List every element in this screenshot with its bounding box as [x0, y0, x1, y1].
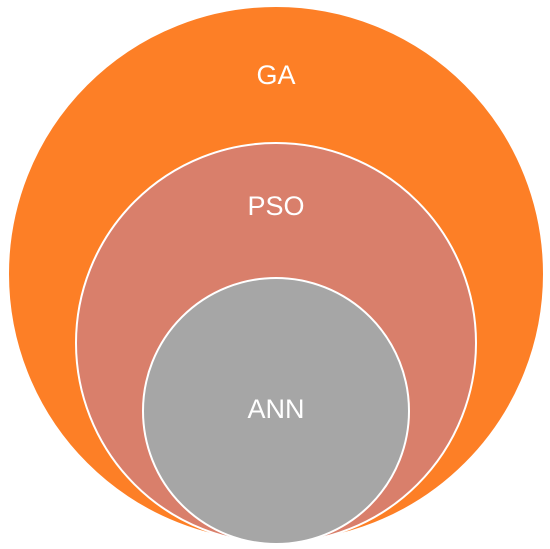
label-pso: PSO	[247, 191, 304, 221]
circle-ann	[142, 277, 410, 545]
layer-ann: ANN	[142, 277, 410, 545]
label-ga: GA	[256, 60, 295, 90]
label-ann: ANN	[247, 394, 304, 424]
